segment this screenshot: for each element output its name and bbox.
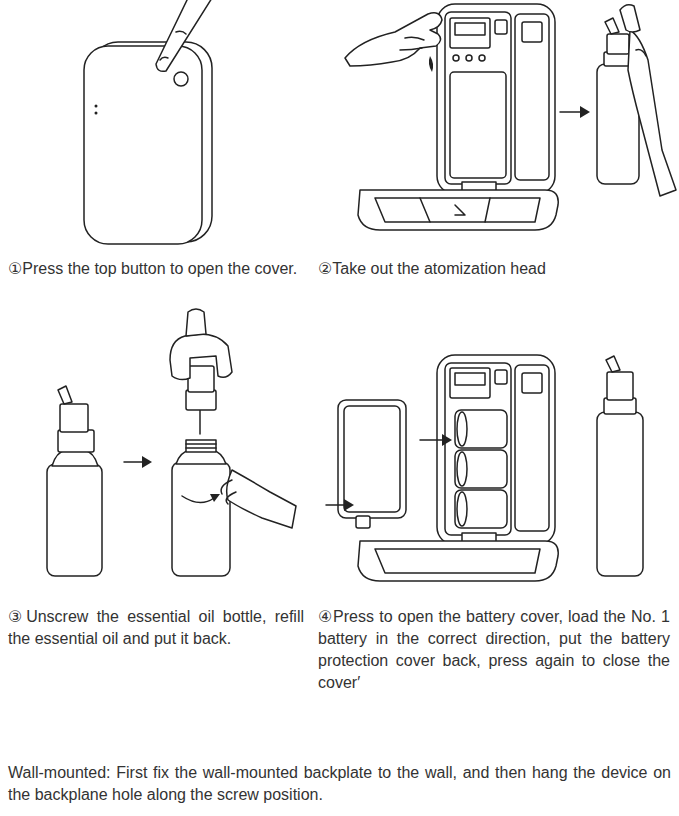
closed-device: [95, 112, 98, 115]
pressing-finger: [156, 0, 212, 71]
hand: [345, 13, 442, 66]
oil-bottle: [605, 18, 619, 34]
open-device: [455, 23, 485, 35]
open-device: [457, 452, 467, 486]
closed-device: [84, 42, 212, 244]
step-caption: ②Take out the atomization head: [318, 258, 668, 280]
open-device: [450, 368, 490, 398]
hand: [345, 13, 442, 72]
pressing-finger: [156, 0, 212, 71]
open-device: [450, 72, 506, 178]
open-device: [375, 549, 540, 573]
oil-bottle: [620, 5, 640, 32]
open-bottle: [199, 410, 201, 434]
arrow: [142, 456, 152, 468]
open-bottle: [170, 334, 232, 380]
arrow: [124, 456, 152, 468]
oil-bottle: [606, 356, 620, 372]
open-device: [420, 198, 490, 222]
oil-bottle: [597, 5, 676, 196]
open-device: [358, 541, 558, 581]
open-bottle: [188, 366, 214, 392]
open-bottle: [186, 444, 216, 448]
open-bottle: [170, 309, 296, 576]
oil-bottle: [58, 386, 72, 404]
closed-device: [84, 46, 202, 244]
oil-bottle: [58, 430, 94, 452]
open-device: [437, 4, 555, 194]
oil-bottle: [636, 50, 646, 56]
open-device: [522, 373, 542, 393]
oil-bottle: [597, 356, 643, 576]
battery-cover: [344, 406, 400, 512]
open-bottle: [186, 440, 216, 452]
open-device: [445, 12, 511, 184]
battery-cover: [344, 499, 354, 511]
open-device: [495, 370, 507, 384]
open-device: [455, 490, 507, 528]
arrow: [560, 111, 582, 113]
open-device: [466, 55, 472, 61]
open-device: [455, 373, 485, 385]
battery-cover: [338, 400, 406, 518]
arrow: [580, 106, 590, 118]
open-device: [442, 434, 452, 446]
open-bottle: [182, 496, 214, 503]
closed-device: [174, 72, 188, 86]
open-bottle: [227, 470, 296, 528]
battery-cover: [326, 400, 406, 528]
open-device: [455, 410, 507, 448]
open-bottle: [186, 390, 216, 410]
hand: [400, 37, 424, 50]
oil-bottle: [597, 412, 643, 576]
battery-cover: [326, 504, 346, 506]
step-caption: ③Unscrew the essential oil bottle, refil…: [8, 606, 304, 650]
arrow: [560, 106, 590, 118]
open-device: [450, 18, 490, 48]
open-device: [479, 55, 485, 61]
open-device: [358, 190, 558, 230]
open-device: [420, 439, 444, 441]
battery-cover: [356, 516, 370, 528]
open-device: [455, 450, 507, 488]
oil-bottle: [628, 30, 676, 196]
oil-bottle: [607, 372, 633, 400]
oil-bottle: [47, 464, 102, 576]
open-device: [495, 20, 507, 34]
step-caption: ④Press to open the battery cover, load t…: [318, 606, 670, 694]
pressing-finger: [176, 31, 186, 34]
open-device: [522, 22, 542, 42]
open-bottle: [221, 480, 236, 504]
pressing-finger: [160, 57, 168, 60]
open-device: [515, 365, 549, 531]
arrow: [124, 461, 144, 463]
open-device: [453, 55, 459, 61]
open-bottle: [210, 494, 220, 502]
open-device: [445, 363, 511, 535]
open-device: [457, 412, 467, 446]
closed-device: [95, 105, 98, 108]
open-device: [457, 492, 467, 526]
open-bottle: [186, 309, 206, 336]
open-device: [515, 14, 549, 180]
oil-bottle: [47, 386, 102, 576]
open-device: [358, 355, 558, 581]
open-bottle: [172, 462, 230, 576]
oil-bottle: [607, 34, 629, 54]
open-device: [375, 198, 540, 222]
open-device: [437, 355, 555, 545]
oil-bottle: [60, 404, 88, 432]
mounting-note: Wall-mounted: First fix the wall-mounted…: [8, 762, 671, 806]
step-caption: ①Press the top button to open the cover.: [8, 258, 304, 280]
hand: [429, 56, 433, 72]
